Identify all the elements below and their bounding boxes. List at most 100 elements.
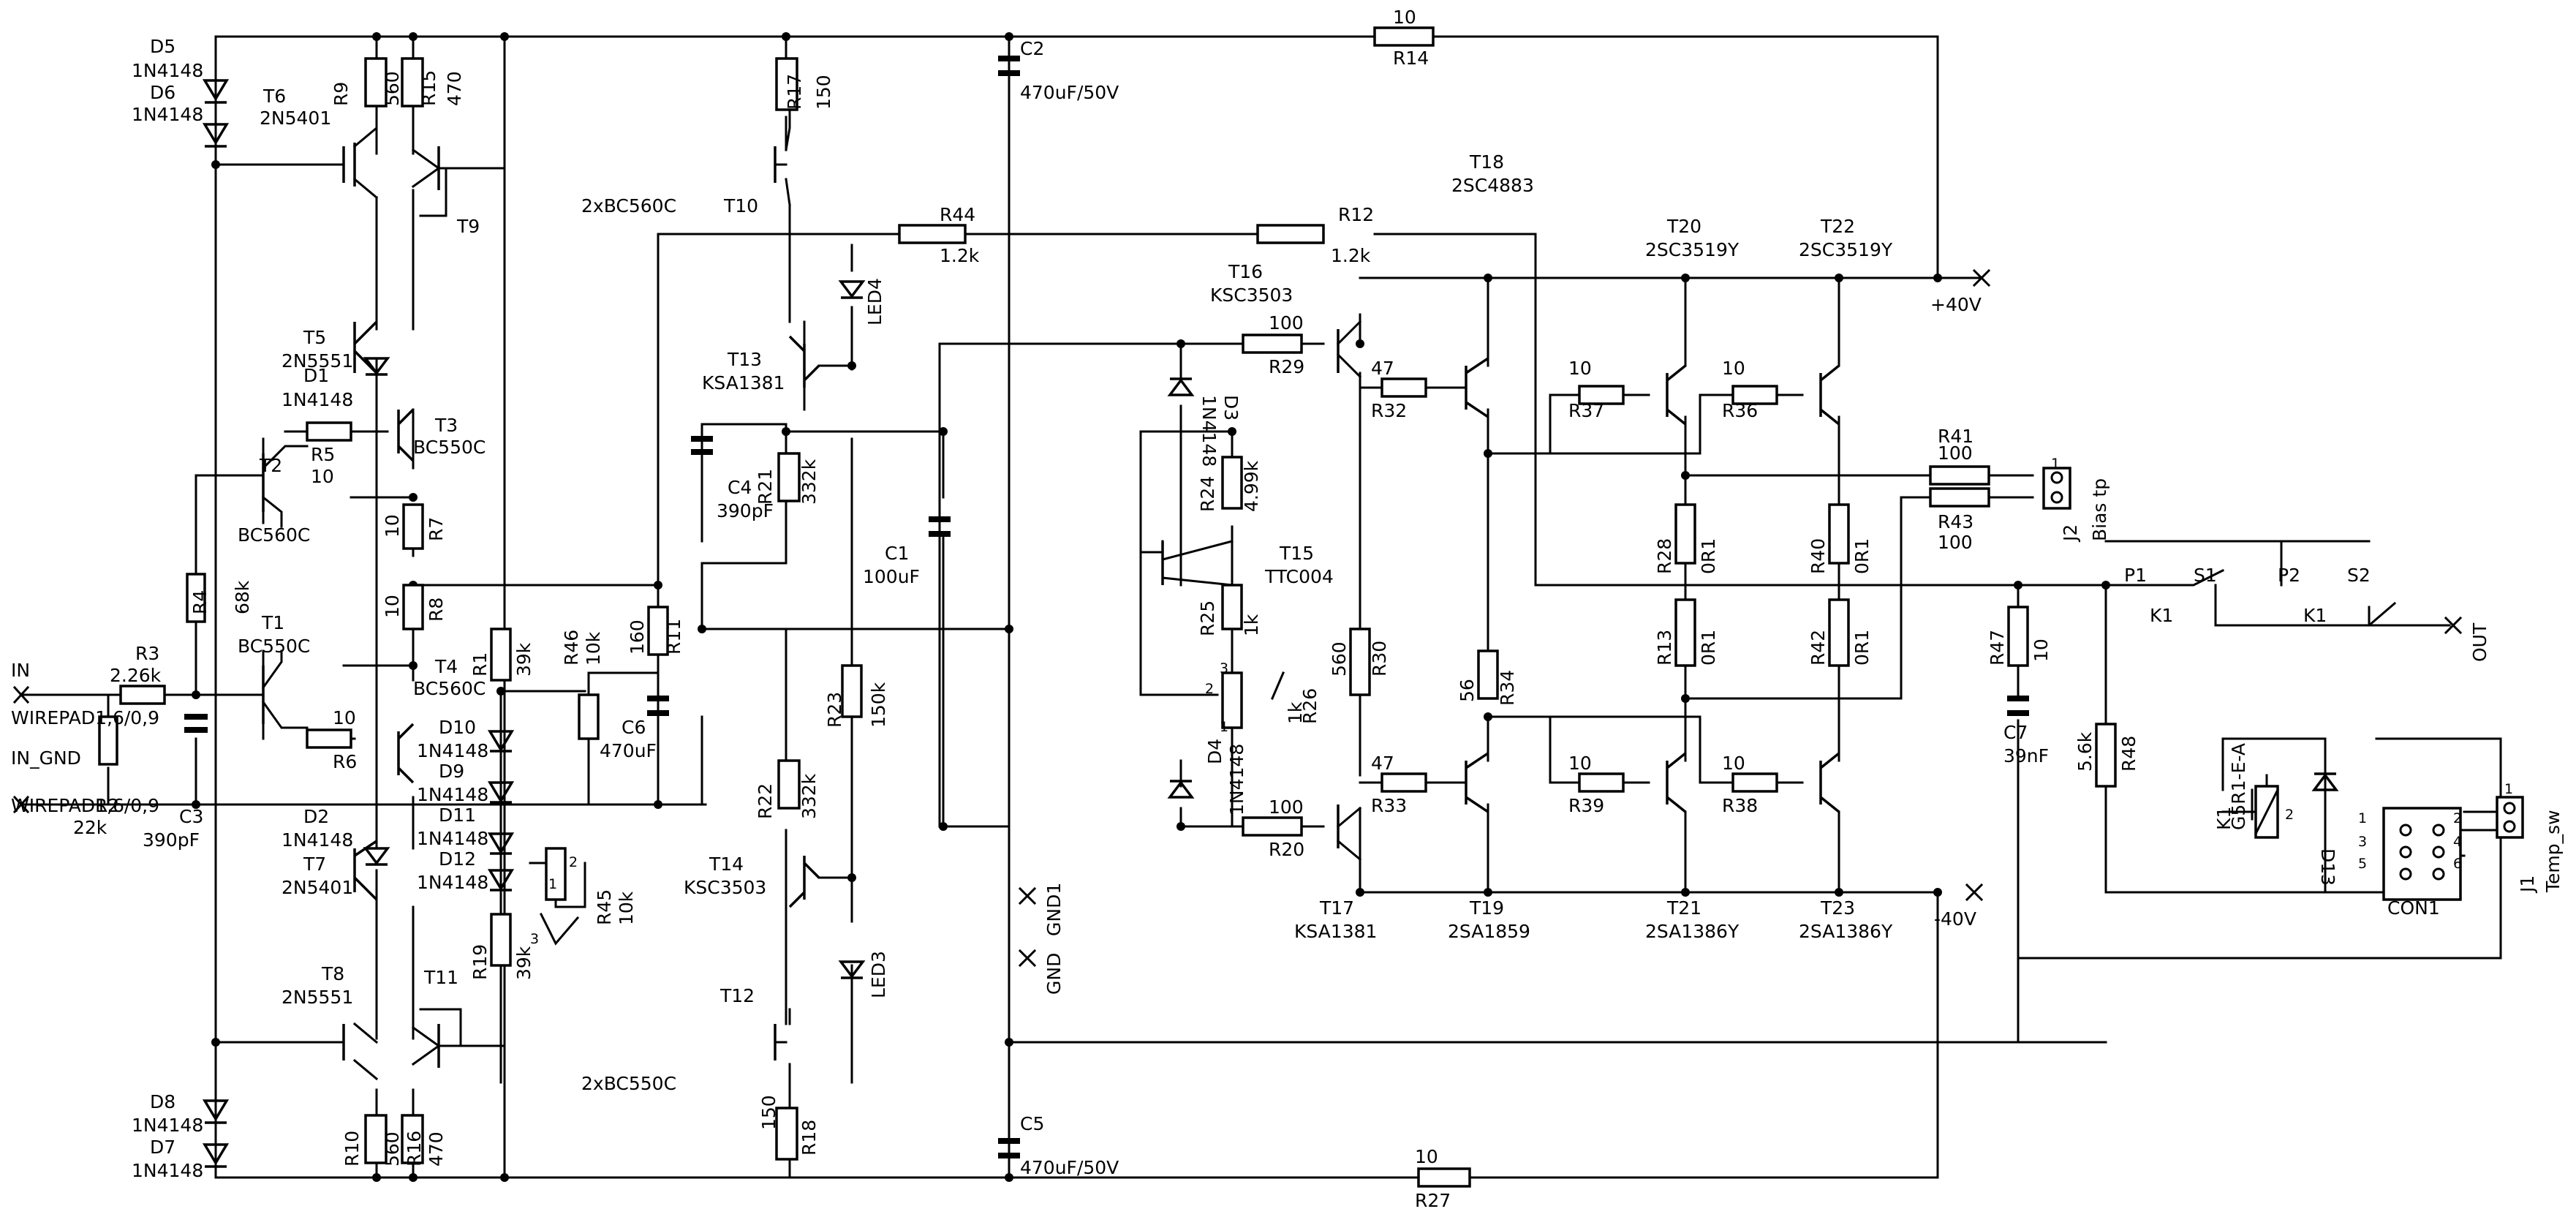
c2-value: 470uF/50V — [1020, 82, 1119, 103]
r27-label: R27 — [1415, 1190, 1451, 1211]
r9-label: R9 — [331, 82, 352, 106]
r11-label: R11 — [663, 619, 684, 655]
r47-label: R47 — [1987, 630, 2008, 666]
r42-label: R42 — [1808, 630, 1829, 666]
junctions — [192, 32, 2110, 1182]
r19-value: 39k — [513, 946, 535, 980]
c4-value: 390pF — [717, 500, 774, 521]
t2-label: T2 — [259, 455, 282, 476]
r41-label: R41 — [1938, 426, 1973, 447]
vr-pin3: 3 — [1220, 660, 1228, 677]
r32-label: R32 — [1371, 400, 1407, 421]
r5-label: R5 — [311, 444, 335, 465]
r18-value: 150 — [758, 1095, 779, 1130]
gnd-label: GND — [1043, 953, 1065, 995]
t19-value: 2SA1859 — [1448, 921, 1530, 942]
c6-value: 470uF — [600, 740, 657, 761]
d5-value: 1N4148 — [132, 60, 203, 81]
r17-value: 150 — [813, 75, 834, 110]
t7-value: 2N5401 — [282, 877, 353, 898]
r28-value: 0R1 — [1698, 538, 1719, 574]
r46-label: R46 — [561, 630, 582, 666]
r22-value: 332k — [798, 773, 820, 819]
r37-label: R37 — [1568, 400, 1604, 421]
t18-label: T18 — [1469, 151, 1504, 173]
con1-pin4: 4 — [2453, 834, 2462, 850]
r21-value: 332k — [798, 459, 820, 505]
d10-label: D10 — [439, 717, 476, 738]
r29-value: 100 — [1269, 312, 1304, 334]
capacitors — [184, 56, 2029, 1158]
d13-label: D13 — [2317, 848, 2338, 886]
t21-value: 2SA1386Y — [1645, 921, 1740, 942]
r6-value: 10 — [333, 707, 356, 728]
r14-value: 10 — [1393, 7, 1416, 28]
r17-label: R17 — [784, 74, 805, 110]
r15-value: 470 — [444, 71, 465, 106]
j2-label: J2 — [2060, 524, 2081, 543]
t11-label: T11 — [423, 967, 458, 988]
d5-label: D5 — [150, 36, 175, 57]
r34-label: R34 — [1497, 670, 1518, 706]
d7-value: 1N4148 — [132, 1160, 203, 1181]
r41-value: 100 — [1938, 442, 1973, 464]
c5-label: C5 — [1020, 1113, 1044, 1134]
d3-value: 1N4148 — [1198, 395, 1220, 467]
r46-value: 10k — [583, 631, 604, 666]
t13-value: KSA1381 — [702, 372, 785, 393]
transistor-bodies — [262, 143, 1840, 1068]
r34-value: 56 — [1457, 679, 1478, 702]
d6-value: 1N4148 — [132, 104, 203, 125]
pot-pin2: 2 — [569, 854, 578, 870]
k1b-label: K1 — [2303, 605, 2327, 626]
r7-value: 10 — [382, 514, 403, 538]
r39-value: 10 — [1568, 753, 1592, 774]
r30-label: R30 — [1369, 641, 1390, 677]
j1-value: Temp_sw — [2542, 810, 2564, 893]
t5-label: T5 — [303, 327, 326, 348]
minus40-label: -40V — [1934, 908, 1976, 930]
led4-label: LED4 — [864, 278, 885, 325]
r26-value: 1k — [1285, 701, 1306, 724]
r27-value: 10 — [1415, 1146, 1438, 1167]
r13-value: 0R1 — [1698, 630, 1719, 666]
r8-label: R8 — [426, 598, 447, 622]
t8-label: T8 — [321, 963, 344, 984]
r11-value: 160 — [627, 619, 648, 655]
r12-value: 1.2k — [1331, 245, 1371, 266]
r44-value: 1.2k — [940, 245, 980, 266]
pot-pin3: 3 — [530, 931, 539, 947]
r12-label: R12 — [1338, 204, 1374, 225]
r2-value: 22k — [73, 817, 107, 838]
r42-value: 0R1 — [1851, 630, 1873, 666]
t6-value: 2N5401 — [260, 108, 331, 129]
t16-value: KSC3503 — [1210, 285, 1293, 306]
r4-value: 68k — [232, 580, 253, 614]
j1-pin1: 1 — [2504, 781, 2513, 797]
con1-pin1: 1 — [2358, 810, 2367, 826]
r7-label: R7 — [426, 517, 447, 541]
p2-label: P2 — [2278, 565, 2300, 586]
t3-label: T3 — [434, 415, 458, 436]
t1-value: BC550C — [238, 636, 310, 657]
r26-label: R26 — [1299, 688, 1321, 724]
r3-value: 2.26k — [110, 665, 162, 686]
r29-label: R29 — [1269, 356, 1304, 377]
diodes — [202, 79, 2339, 1168]
con1-pin3: 3 — [2358, 834, 2367, 850]
labels: D5 1N4148 D6 1N4148 T6 2N5401 R9 560 R15… — [11, 7, 2564, 1211]
relay-pin2: 2 — [2285, 807, 2294, 823]
pair2-label: 2xBC550C — [581, 1073, 676, 1094]
con1-pin2: 2 — [2453, 810, 2462, 826]
t4-value: BC560C — [413, 678, 486, 699]
d12-value: 1N4148 — [417, 872, 488, 893]
d11-value: 1N4148 — [417, 828, 488, 849]
r33-value: 47 — [1371, 753, 1394, 774]
c7-label: C7 — [2003, 722, 2028, 743]
t20-label: T20 — [1666, 216, 1701, 237]
t22-label: T22 — [1820, 216, 1855, 237]
gnd1-label: GND1 — [1043, 883, 1065, 936]
d7-label: D7 — [150, 1137, 175, 1158]
